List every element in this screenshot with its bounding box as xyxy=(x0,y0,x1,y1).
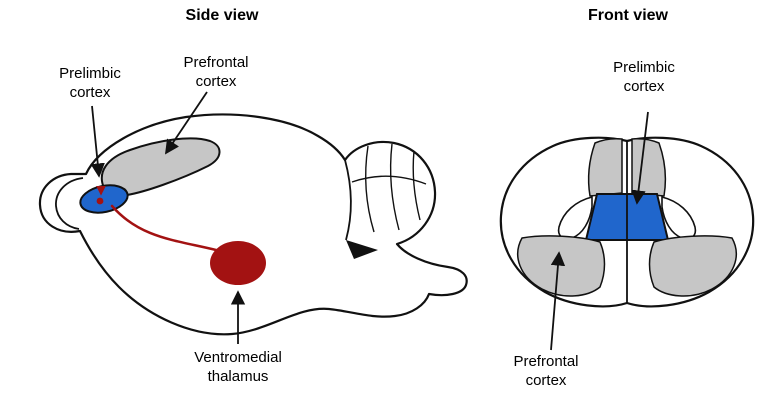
thalamus-projection-path xyxy=(110,204,218,252)
dorsal-cortex-band-left xyxy=(587,138,623,197)
arrow-side-prefrontal xyxy=(164,91,208,155)
arrow-front-prefrontal xyxy=(550,251,566,351)
prefrontal-cortex-front-region-left xyxy=(517,235,606,297)
arrow-front-prelimbic xyxy=(631,111,649,205)
cerebellum-fissure-line xyxy=(389,143,400,231)
cerebellum-fissure-line xyxy=(365,145,375,233)
cerebellum-wedge xyxy=(346,240,378,259)
arrow-side-prelimbic xyxy=(90,105,105,178)
dorsal-cortex-band-right xyxy=(631,138,667,197)
cerebellum-fissure-line xyxy=(351,175,427,185)
side-brain-outline xyxy=(38,113,468,336)
side-view-group xyxy=(38,91,468,344)
front-view-group xyxy=(499,111,755,351)
cerebellum-boundary-line xyxy=(344,159,352,241)
prefrontal-cortex-front-region-right xyxy=(648,235,737,297)
ventromedial-thalamus-region xyxy=(210,241,266,285)
cerebellum-fissure-line xyxy=(412,150,421,221)
injection-dot xyxy=(96,197,104,205)
olfactory-bulb-line xyxy=(55,177,84,230)
